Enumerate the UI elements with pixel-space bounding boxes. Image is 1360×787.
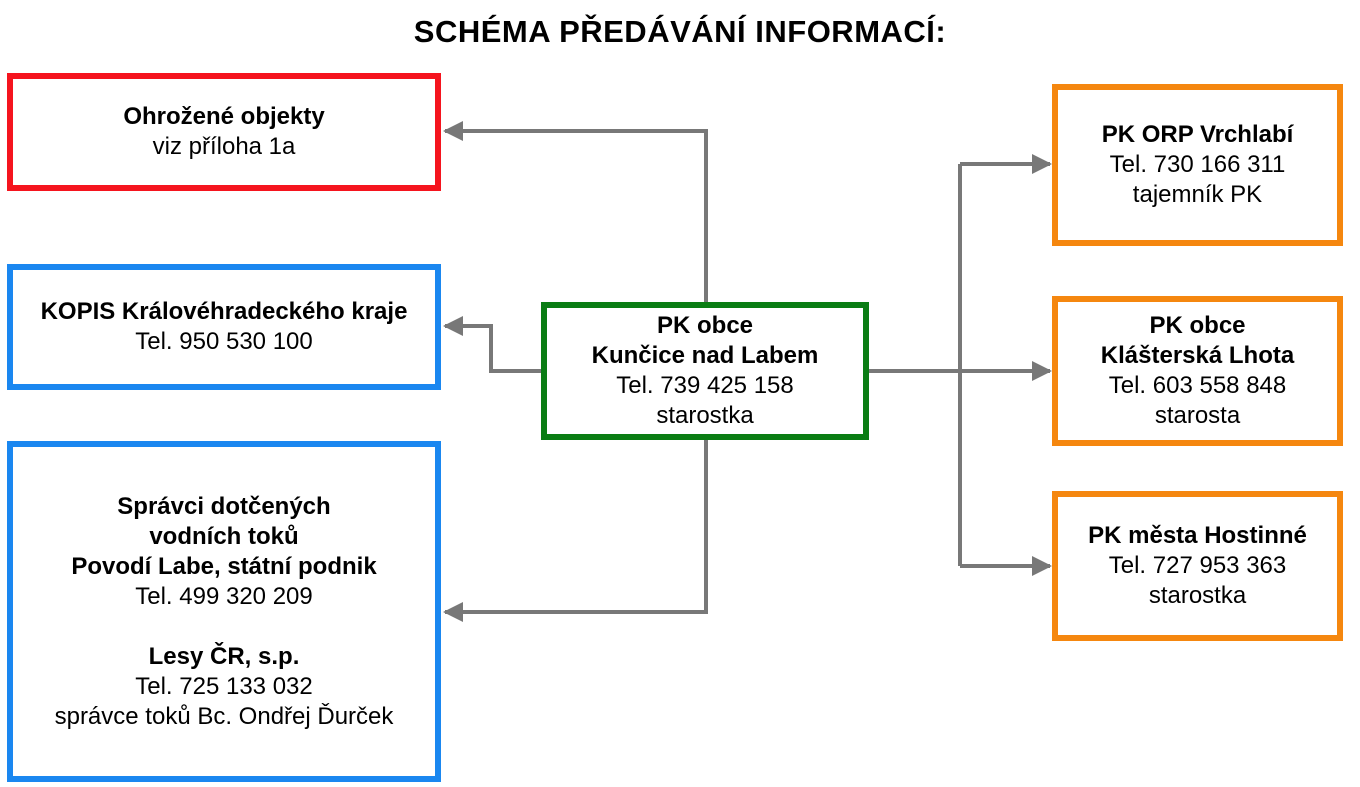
box-spravci-toku: Správci dotčených vodních toků Povodí La… (7, 441, 441, 782)
ohrozene-title: Ohrožené objekty (123, 103, 325, 130)
spravci-phone1: Tel. 499 320 209 (135, 582, 313, 610)
box-center-kuncice: PK obce Kunčice nad Labem Tel. 739 425 1… (541, 302, 869, 440)
diagram-title: SCHÉMA PŘEDÁVÁNÍ INFORMACÍ: (413, 14, 947, 49)
klasterska-role: starosta (1154, 402, 1241, 429)
hostinne-phone: Tel. 727 953 363 (1108, 552, 1287, 579)
center-phone: Tel. 739 425 158 (616, 372, 794, 399)
center-line1: PK obce (656, 312, 754, 339)
box-ohrozene-objekty: Ohrožené objekty viz příloha 1a (7, 73, 441, 191)
kopis-phone: Tel. 950 530 100 (135, 328, 313, 355)
klasterska-phone: Tel. 603 558 848 (1108, 372, 1287, 399)
orp-role: tajemník PK (1132, 181, 1263, 208)
klasterska-line2: Klášterská Lhota (1100, 342, 1295, 369)
arrow-to-spravci (443, 438, 708, 622)
hostinne-title: PK města Hostinné (1088, 522, 1307, 549)
center-role: starostka (656, 402, 754, 429)
box-hostinne: PK města Hostinné Tel. 727 953 363 staro… (1052, 491, 1343, 641)
connector-lines (443, 121, 1052, 622)
hostinne-role: starostka (1148, 582, 1247, 609)
orp-title: PK ORP Vrchlabí (1101, 121, 1294, 148)
orp-phone: Tel. 730 166 311 (1109, 151, 1286, 178)
center-line2: Kunčice nad Labem (591, 342, 819, 369)
box-klasterska-lhota: PK obce Klášterská Lhota Tel. 603 558 84… (1052, 296, 1343, 446)
arrow-to-ohrozene (443, 121, 708, 304)
box-kopis: KOPIS Královéhradeckého kraje Tel. 950 5… (7, 264, 441, 390)
ohrozene-note: viz příloha 1a (152, 133, 296, 160)
spravci-contact2: správce toků Bc. Ondřej Ďurček (54, 702, 394, 730)
spravci-org2: Lesy ČR, s.p. (148, 642, 300, 670)
kopis-title: KOPIS Královéhradeckého kraje (40, 298, 408, 325)
arrow-to-kopis (443, 316, 544, 373)
spravci-org1: Povodí Labe, státní podnik (71, 552, 377, 580)
box-orp-vrchlabi: PK ORP Vrchlabí Tel. 730 166 311 tajemní… (1052, 84, 1343, 246)
spravci-line1: Správci dotčených (117, 492, 331, 520)
spravci-line2: vodních toků (149, 522, 299, 550)
spravci-phone2: Tel. 725 133 032 (135, 672, 313, 700)
klasterska-line1: PK obce (1149, 312, 1246, 339)
